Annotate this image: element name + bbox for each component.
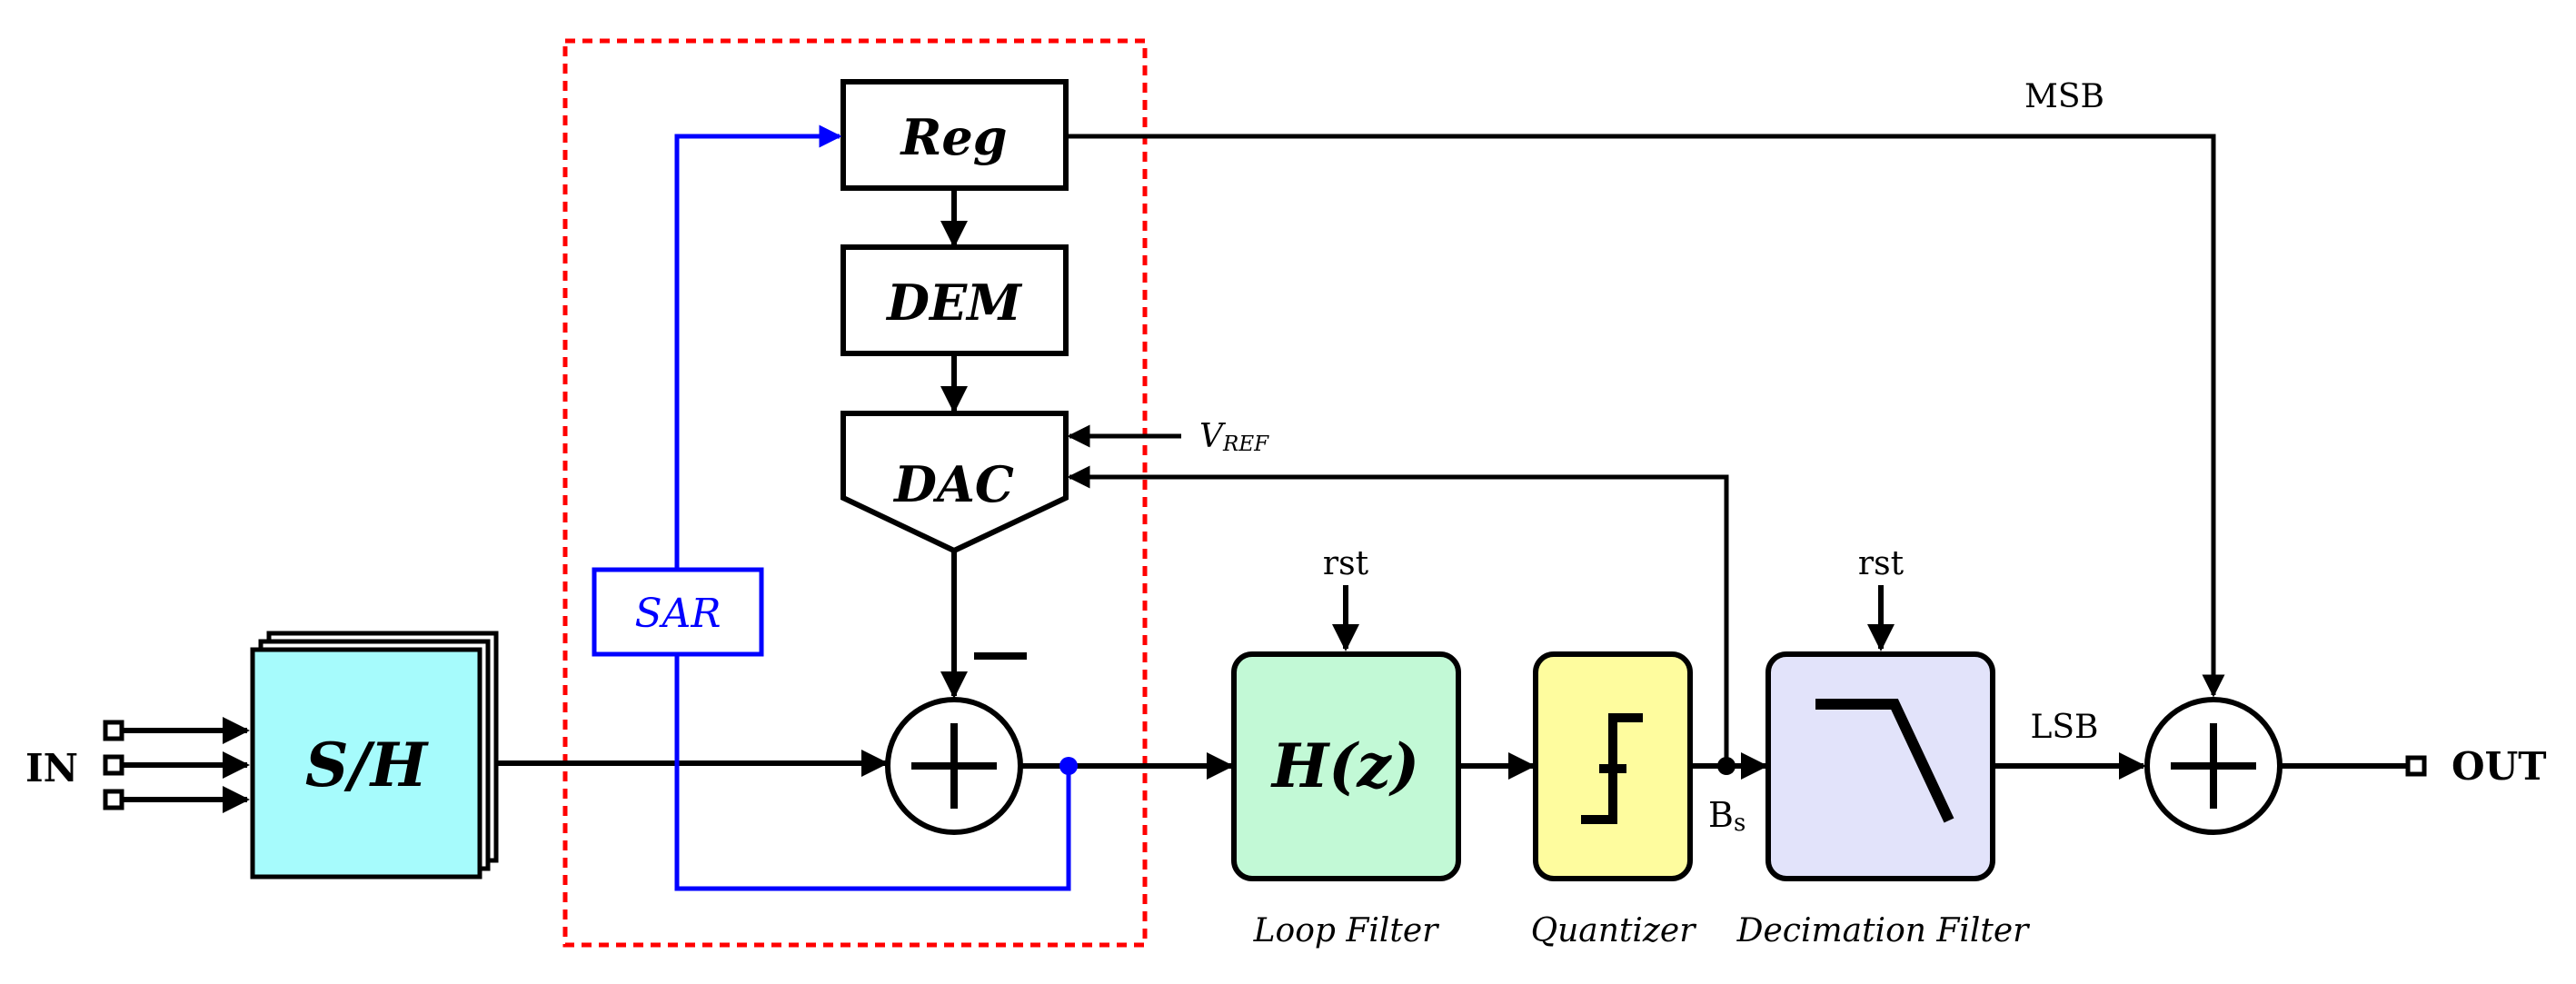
vref-label-main: V: [1199, 418, 1227, 455]
sample-hold-block: S/H: [250, 631, 499, 880]
output-terminal: [2405, 755, 2427, 777]
loop-filter-caption: Loop Filter: [1253, 912, 1440, 949]
dem-label: DEM: [885, 273, 1023, 332]
quantizer-caption: Quantizer: [1531, 912, 1697, 949]
decimation-filter-block: [1765, 651, 1995, 881]
sample-hold-label: S/H: [305, 730, 430, 800]
sar-to-reg-wire: [674, 124, 842, 570]
sar-label: SAR: [634, 591, 721, 637]
output-label: OUT: [2452, 744, 2546, 789]
bs-feedback-wire: [1067, 465, 1729, 766]
input-terminal-2: [103, 754, 124, 776]
dac-label: DAC: [892, 455, 1014, 513]
sample-hold-layer-front: [250, 647, 482, 880]
bs-label-main: B: [1708, 795, 1734, 835]
reg-label: Reg: [900, 108, 1008, 166]
output-summing-junction: [2144, 697, 2283, 835]
rst-loop-label: rst: [1323, 545, 1369, 582]
rst-decimation-label: rst: [1858, 545, 1905, 582]
input-terminal-1: [103, 720, 124, 741]
input-terminals: [103, 720, 124, 810]
sar-feedback-wire: [674, 654, 1071, 891]
bs-label-sub: s: [1734, 810, 1746, 837]
lsb-label: LSB: [2030, 709, 2098, 746]
input-wires: [122, 717, 250, 813]
vref-label: VREF: [1199, 418, 1269, 456]
msb-wire: [1066, 134, 2225, 698]
decimation-filter-caption: Decimation Filter: [1736, 912, 2031, 949]
input-label: IN: [25, 746, 78, 790]
quantizer-step-icon: [1581, 713, 1643, 824]
dac-block: [840, 411, 1069, 554]
dem-block: [840, 244, 1069, 356]
bs-label: Bs: [1708, 795, 1746, 837]
lowpass-icon: [1815, 699, 1954, 823]
vref-label-sub: REF: [1222, 432, 1269, 456]
sar-block: [592, 567, 764, 657]
msb-label: MSB: [2024, 78, 2104, 115]
summing-junction: [885, 697, 1023, 835]
input-terminal-3: [103, 789, 124, 810]
loop-filter-label: H(z): [1270, 731, 1419, 801]
